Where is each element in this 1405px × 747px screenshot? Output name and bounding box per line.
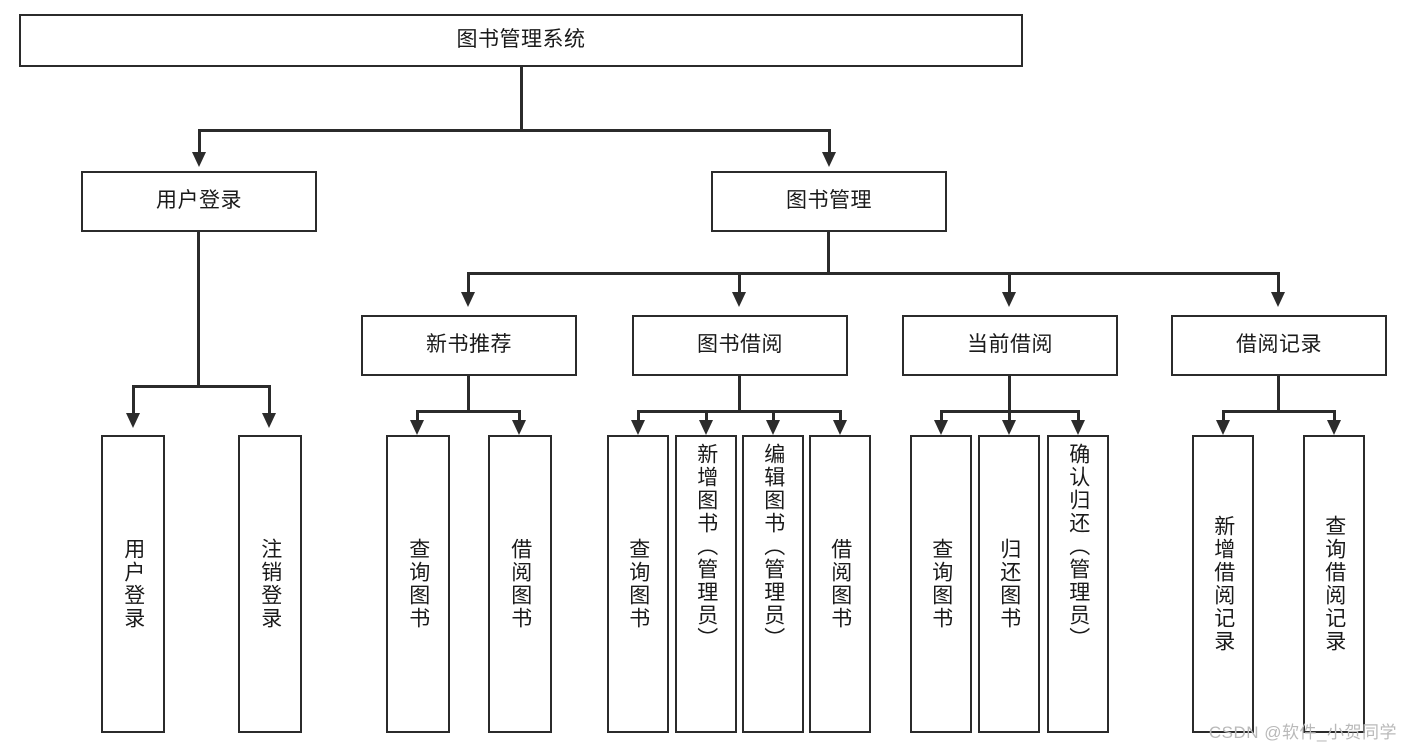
connector-root-drop-2 [828,129,831,154]
node-label: 查询图书 [929,538,953,630]
node-label: 图书借阅 [697,333,783,357]
node-borrow-record[interactable]: 借阅记录 [1171,315,1387,376]
arrowhead-bookmgmt-1 [461,292,475,307]
node-current-borrow[interactable]: 当前借阅 [902,315,1118,376]
watermark-text: CSDN @软件_小贺同学 [1208,723,1397,742]
connector-borrow-bus [637,410,842,413]
node-label: 借阅图书 [828,538,852,630]
node-label: 用户登录 [121,538,145,630]
connector-login-drop-2 [268,385,271,415]
node-label: 查询图书 [626,538,650,630]
connector-root-drop-1 [198,129,201,154]
leaf-borrow-book-recommend[interactable]: 借阅图书 [488,435,552,733]
leaf-query-borrow-record[interactable]: 查询借阅记录 [1303,435,1365,733]
leaf-query-book-current[interactable]: 查询图书 [910,435,972,733]
node-label: 新书推荐 [426,333,512,357]
arrowhead-current-3 [1071,420,1085,435]
arrowhead-recommend-1 [410,420,424,435]
connector-current-stem [1008,376,1011,410]
node-label: 新增借阅记录 [1211,515,1235,653]
connector-bookmgmt-stem [827,232,830,272]
arrowhead-login-1 [126,413,140,428]
connector-current-drop-3 [1077,410,1080,424]
connector-record-drop-2 [1333,410,1336,424]
node-label: 确认归还（管理员） [1066,443,1090,650]
connector-bookmgmt-drop-4 [1277,272,1280,294]
connector-login-stem [197,232,200,385]
connector-borrow-drop-4 [839,410,842,424]
connector-borrow-stem [738,376,741,410]
connector-borrow-drop-3 [772,410,775,424]
arrowhead-borrow-3 [766,420,780,435]
connector-login-bus [132,385,271,388]
connector-recommend-stem [467,376,470,410]
arrowhead-login-2 [262,413,276,428]
node-new-book-recommend[interactable]: 新书推荐 [361,315,577,376]
leaf-borrow-book[interactable]: 借阅图书 [809,435,871,733]
leaf-add-book-admin[interactable]: 新增图书（管理员） [675,435,737,733]
node-label: 当前借阅 [967,333,1053,357]
connector-bookmgmt-drop-2 [738,272,741,294]
node-book-borrow[interactable]: 图书借阅 [632,315,848,376]
connector-bookmgmt-drop-1 [467,272,470,294]
leaf-add-borrow-record[interactable]: 新增借阅记录 [1192,435,1254,733]
node-label: 编辑图书（管理员） [761,443,785,650]
arrowhead-bookmgmt-2 [732,292,746,307]
arrowhead-root-2 [822,152,836,167]
node-label: 借阅记录 [1236,333,1322,357]
leaf-edit-book-admin[interactable]: 编辑图书（管理员） [742,435,804,733]
leaf-query-book-borrow[interactable]: 查询图书 [607,435,669,733]
node-label: 图书管理系统 [456,28,586,52]
node-label: 查询图书 [406,538,430,630]
arrowhead-borrow-2 [699,420,713,435]
connector-current-drop-2 [1008,410,1011,424]
connector-bookmgmt-drop-3 [1008,272,1011,294]
connector-root-stem [520,67,523,129]
arrowhead-borrow-1 [631,420,645,435]
node-label: 新增图书（管理员） [694,443,718,650]
connector-record-bus [1222,410,1336,413]
arrowhead-record-2 [1327,420,1341,435]
arrowhead-bookmgmt-4 [1271,292,1285,307]
node-root-system[interactable]: 图书管理系统 [19,14,1023,67]
connector-record-stem [1277,376,1280,410]
connector-borrow-drop-2 [705,410,708,424]
arrowhead-recommend-2 [512,420,526,435]
node-user-login[interactable]: 用户登录 [81,171,317,232]
leaf-user-login[interactable]: 用户登录 [101,435,165,733]
leaf-return-book[interactable]: 归还图书 [978,435,1040,733]
leaf-confirm-return-admin[interactable]: 确认归还（管理员） [1047,435,1109,733]
node-label: 归还图书 [997,538,1021,630]
connector-recommend-bus [416,410,521,413]
arrowhead-borrow-4 [833,420,847,435]
node-label: 用户登录 [156,189,242,213]
arrowhead-current-2 [1002,420,1016,435]
connector-bookmgmt-bus [467,272,1280,275]
node-label: 借阅图书 [508,538,532,630]
connector-record-drop-1 [1222,410,1225,424]
arrowhead-current-1 [934,420,948,435]
arrowhead-record-1 [1216,420,1230,435]
connector-root-bus [198,129,831,132]
node-label: 查询借阅记录 [1322,515,1346,653]
node-label: 图书管理 [786,189,872,213]
connector-current-drop-1 [940,410,943,424]
connector-recommend-drop-1 [416,410,419,424]
leaf-logout[interactable]: 注销登录 [238,435,302,733]
connector-login-drop-1 [132,385,135,415]
leaf-query-book-recommend[interactable]: 查询图书 [386,435,450,733]
arrowhead-bookmgmt-3 [1002,292,1016,307]
connector-borrow-drop-1 [637,410,640,424]
node-label: 注销登录 [258,538,282,630]
arrowhead-root-1 [192,152,206,167]
connector-recommend-drop-2 [518,410,521,424]
node-book-management[interactable]: 图书管理 [711,171,947,232]
